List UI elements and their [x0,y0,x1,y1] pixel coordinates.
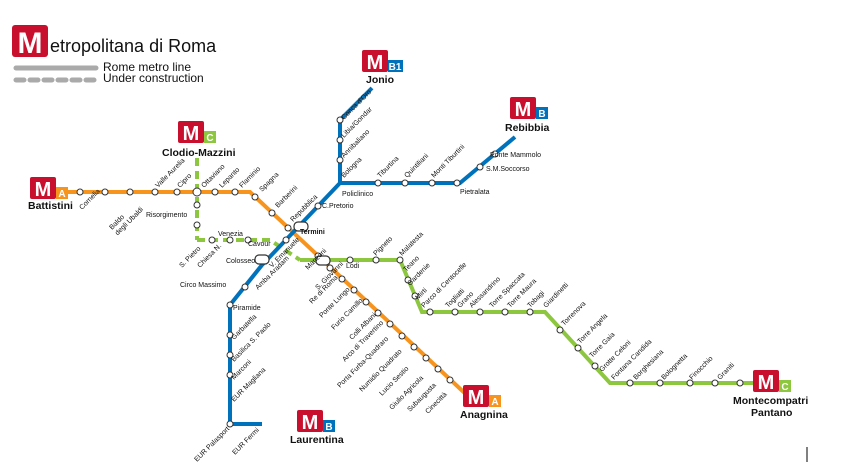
station-label: S.M.Soccorso [486,166,530,173]
station-label: Circo Massimo [180,282,226,289]
station-label: EUR Palasport [193,426,231,464]
station-label: Torrenova [560,300,587,327]
station-label: Piramide [233,305,261,312]
station-label: Pietralata [460,189,490,196]
interchange-colosseo [254,254,270,265]
station-label: Lodi [346,263,360,270]
terminal-logo-clodio: M C [178,121,216,145]
svg-text:M: M [302,412,319,434]
terminal-label-pantano-1: Montecompatri [733,395,808,407]
svg-text:A: A [58,189,65,200]
terminal-label-clodio: Clodio-Mazzini [162,147,236,159]
svg-text:M: M [515,99,532,121]
station-label: Pigneto [372,236,394,258]
terminal-logo-jonio: M B1 [362,50,403,74]
interchange-termini [293,221,309,232]
svg-text:M: M [183,123,200,145]
station-label: Baldodegli Ubaldi [108,200,145,237]
station-dots [76,116,744,428]
station-label: Risorgimento [146,212,187,219]
svg-text:C: C [781,382,788,393]
title-logo-letter: M [18,27,43,60]
terminal-label-battistini: Battistini [28,200,73,212]
station-label: Cipro [176,173,193,190]
station-label: C.Pretorio [322,203,354,210]
station-label: Quintiliani [403,152,430,179]
station-label: Malatesta [398,231,424,257]
station-label: Bolognetta [660,353,689,382]
svg-text:A: A [491,397,498,408]
station-label: Spagna [258,171,280,193]
station-label: Basilica S. Paolo [230,321,272,363]
legend-construction-label: Under construction [103,71,204,85]
svg-text:C: C [206,133,213,144]
station-label: Colosseo [226,258,255,265]
svg-text:M: M [35,179,52,201]
terminal-logo-pantano: M C [753,370,791,394]
terminal-label-rebibbia: Rebibbia [505,122,549,134]
station-label: Venezia [218,231,243,238]
station-label: Cavour [248,241,271,248]
terminal-logo-laurentina: M B [297,410,335,434]
svg-text:B: B [538,109,545,120]
svg-text:B: B [325,422,332,433]
terminal-label-jonio: Jonio [366,74,394,86]
station-label: Finocchio [688,355,714,381]
station-label: EUR Fermi [231,427,261,457]
station-label: Bologna [340,156,363,179]
interchange-nodes [254,221,331,266]
terminal-label-pantano: Montecompatri Pantano [733,395,811,419]
station-label: Ponte Mammolo [490,152,541,159]
terminal-logo-anagnina: M A [463,385,501,409]
station-label: Monti Tiburtini [430,143,466,179]
station-label: Graniti [716,362,736,382]
station-label: Policlinico [342,191,373,198]
station-label: Barberini [274,184,299,209]
terminal-label-pantano-2: Pantano [751,407,792,419]
title-logo: M [12,25,48,60]
terminal-logo-battistini: M A [30,177,68,201]
svg-text:M: M [468,387,485,409]
line-a [55,190,472,400]
terminal-label-laurentina: Laurentina [290,434,344,446]
interchange-s-giovanni [315,255,331,266]
svg-text:M: M [367,52,384,74]
station-label: Flaminio [238,166,262,190]
station-label: Giardinetti [542,282,570,310]
legend-line-label: Rome metro line [103,60,191,74]
station-label: Tiburtina [376,155,400,179]
terminal-label-anagnina: Anagnina [460,409,508,421]
svg-text:B1: B1 [389,62,402,73]
station-label-termini: Termini [300,229,325,236]
svg-text:M: M [758,372,775,394]
page-title: etropolitana di Roma [50,36,217,56]
terminal-logo-rebibbia: M B [510,97,548,121]
station-label: Chiesa N. [196,243,223,270]
